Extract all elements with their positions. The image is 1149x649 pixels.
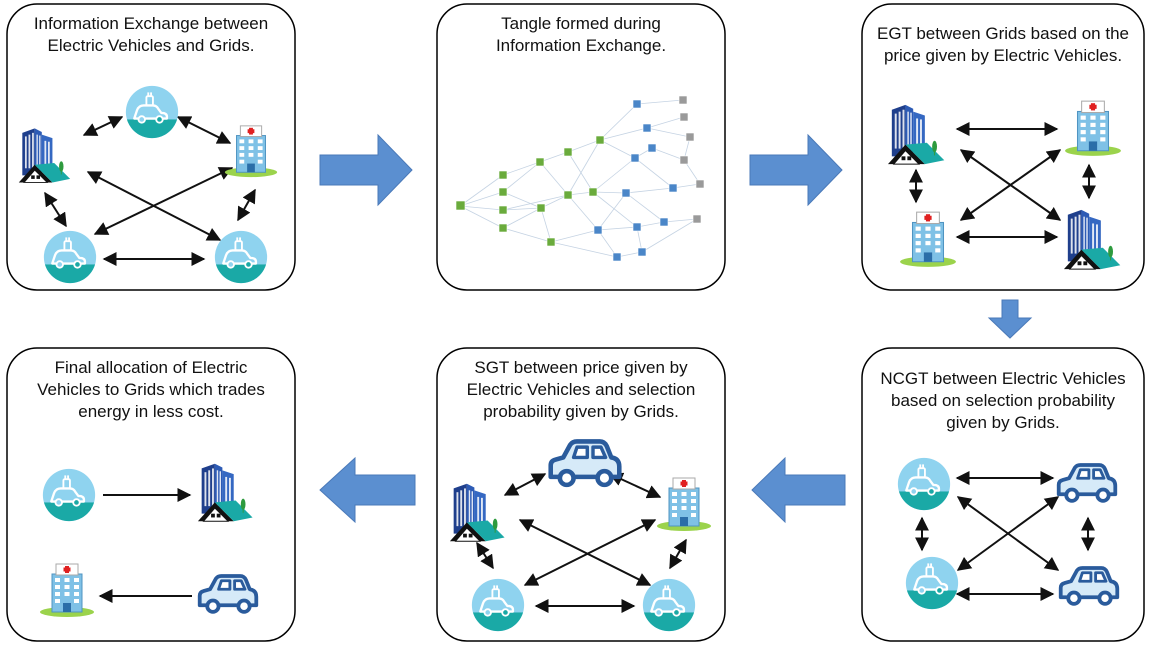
flow-arrow-3-to-4 bbox=[987, 299, 1033, 339]
panel-1-network bbox=[18, 84, 278, 285]
panel-1-title: Information Exchange between Electric Ve… bbox=[33, 14, 269, 55]
panel-6-title: Final allocation of Electric Vehicles to… bbox=[37, 358, 265, 421]
panel-5-title: SGT between price given by Electric Vehi… bbox=[466, 358, 696, 421]
panel-3-network bbox=[887, 100, 1122, 270]
flow-arrow-4-to-5 bbox=[751, 456, 846, 524]
panel-4-network bbox=[896, 456, 1120, 611]
panel-5-network bbox=[449, 441, 712, 633]
flow-arrow-1-to-2 bbox=[319, 133, 413, 207]
tangle-graph bbox=[455, 95, 705, 262]
panel-2-title: Tangle formed during Information Exchang… bbox=[495, 14, 667, 55]
flow-arrow-5-to-6 bbox=[319, 456, 416, 524]
panel-3-title: EGT between Grids based on the price giv… bbox=[876, 24, 1129, 65]
panel-4-title: NCGT between Electric Vehicles based on … bbox=[880, 369, 1126, 432]
panel-6-network bbox=[39, 463, 259, 618]
flow-arrow-2-to-3 bbox=[749, 133, 843, 207]
